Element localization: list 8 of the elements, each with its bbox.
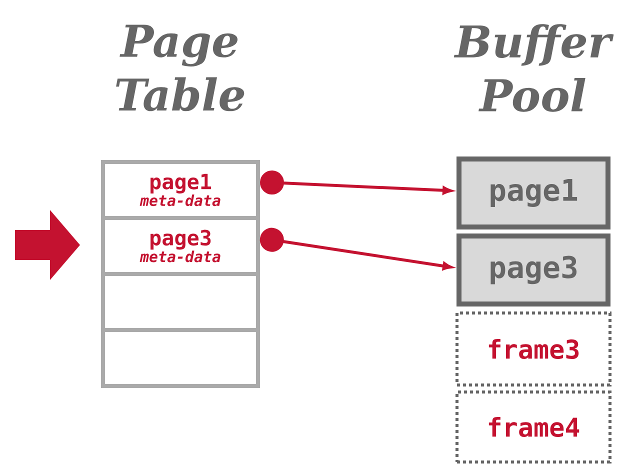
table-cell: page3 meta-data — [101, 216, 260, 276]
free-frame: frame3 — [456, 312, 612, 386]
free-frame: frame4 — [456, 390, 612, 464]
heading: Buffer Pool — [454, 24, 614, 112]
heading: Page Table — [116, 24, 244, 112]
page-frame: page3 — [456, 234, 610, 306]
table-cell: page1 meta-data — [101, 160, 260, 220]
page-frame: page1 — [456, 156, 610, 230]
